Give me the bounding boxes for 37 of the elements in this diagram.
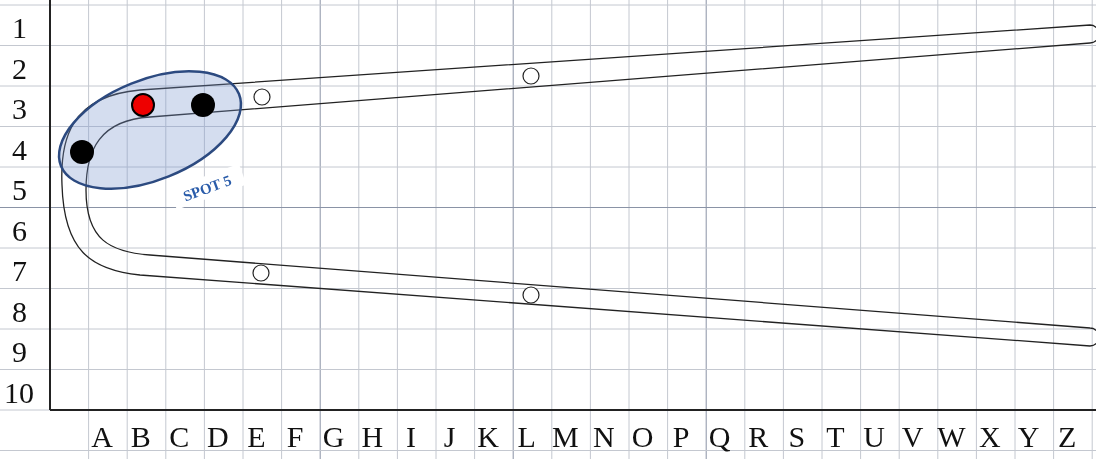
- column-letter: Z: [1057, 420, 1077, 453]
- row-number: 4: [12, 132, 27, 166]
- column-letter: N: [593, 420, 615, 453]
- column-letter: P: [672, 420, 690, 453]
- column-letter: T: [826, 420, 845, 453]
- column-letter: W: [937, 420, 966, 453]
- column-letter: F: [286, 420, 304, 453]
- column-letter: V: [901, 420, 924, 453]
- row-number: 7: [12, 254, 27, 287]
- column-letter: L: [517, 420, 536, 453]
- column-letter: A: [91, 420, 113, 453]
- column-letter: K: [477, 420, 499, 453]
- column-letter: R: [748, 420, 769, 453]
- row-number: 10: [4, 375, 34, 409]
- row-number: 2: [12, 51, 27, 85]
- row-number: 8: [12, 294, 27, 328]
- column-letter: G: [322, 420, 345, 453]
- column-letter: X: [979, 420, 1001, 453]
- column-letter: H: [361, 420, 384, 453]
- spot-label: SPOT 5: [181, 172, 234, 205]
- row-number: 3: [12, 92, 27, 125]
- column-letter: C: [169, 420, 190, 453]
- column-letter: Y: [1017, 420, 1040, 453]
- row-number: 9: [12, 335, 27, 368]
- column-letter: S: [788, 420, 806, 453]
- column-letter: O: [631, 420, 654, 453]
- column-letter: M: [551, 420, 579, 453]
- column-letter: Q: [708, 420, 731, 453]
- row-number: 1: [12, 11, 27, 44]
- column-letter: E: [247, 420, 266, 453]
- column-letter: D: [207, 420, 229, 453]
- column-letter: I: [405, 420, 416, 453]
- column-letter: J: [443, 420, 456, 453]
- column-letter: B: [130, 420, 151, 453]
- row-number: 6: [12, 213, 27, 247]
- row-number: 5: [12, 173, 27, 206]
- column-letter: U: [863, 420, 885, 453]
